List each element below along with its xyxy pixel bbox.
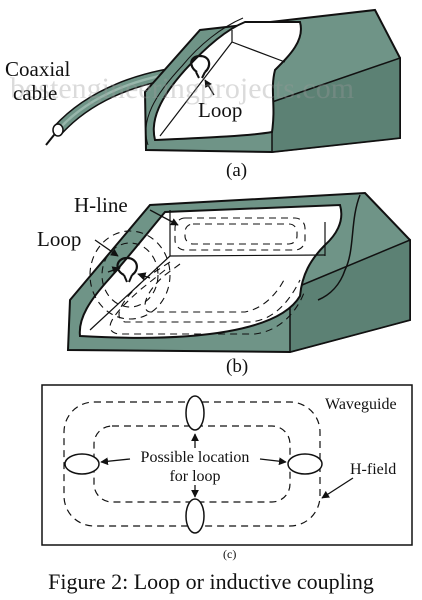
h-field-pointer (321, 477, 354, 499)
loop-location-top (185, 395, 205, 431)
caption-c: (c) (223, 547, 236, 561)
loop-pointer-b (94, 239, 119, 257)
caption-b: (b) (226, 356, 248, 377)
figure-caption: Figure 2: Loop or inductive coupling (48, 569, 374, 594)
cutaway-interior-b (78, 203, 343, 339)
label-coaxial-line2: cable (13, 81, 57, 105)
caption-a: (a) (226, 160, 247, 181)
h-field-lines-b (89, 217, 306, 335)
label-loop-a: Loop (198, 98, 242, 122)
label-waveguide: Waveguide (325, 396, 397, 413)
loop-pointer-a (204, 79, 215, 96)
label-possible-line2: for loop (169, 468, 220, 485)
label-possible-line1: Possible location (141, 449, 250, 466)
loop-location-left (64, 453, 100, 475)
coupling-loop-a (190, 54, 211, 79)
loop-location-bottom (185, 498, 205, 534)
panel-b: H-line Loop (b) (37, 191, 411, 377)
loop-location-right (287, 453, 323, 475)
label-loop-b: Loop (37, 227, 81, 251)
watermark: bestengineeringprojects.com (10, 72, 354, 105)
possible-location-arrows (100, 433, 287, 498)
panel-a: bestengineeringprojects.com Coaxial cabl… (5, 8, 401, 181)
label-hfield: H-field (350, 461, 396, 478)
h-line-pointer (149, 209, 179, 226)
label-coaxial-line1: Coaxial (5, 57, 70, 81)
cutaway-interior-a (152, 21, 302, 142)
coupling-loop-b (107, 256, 151, 283)
panel-c: Waveguide Possible location for loop H-f… (41, 384, 413, 561)
label-hline: H-line (74, 193, 128, 217)
